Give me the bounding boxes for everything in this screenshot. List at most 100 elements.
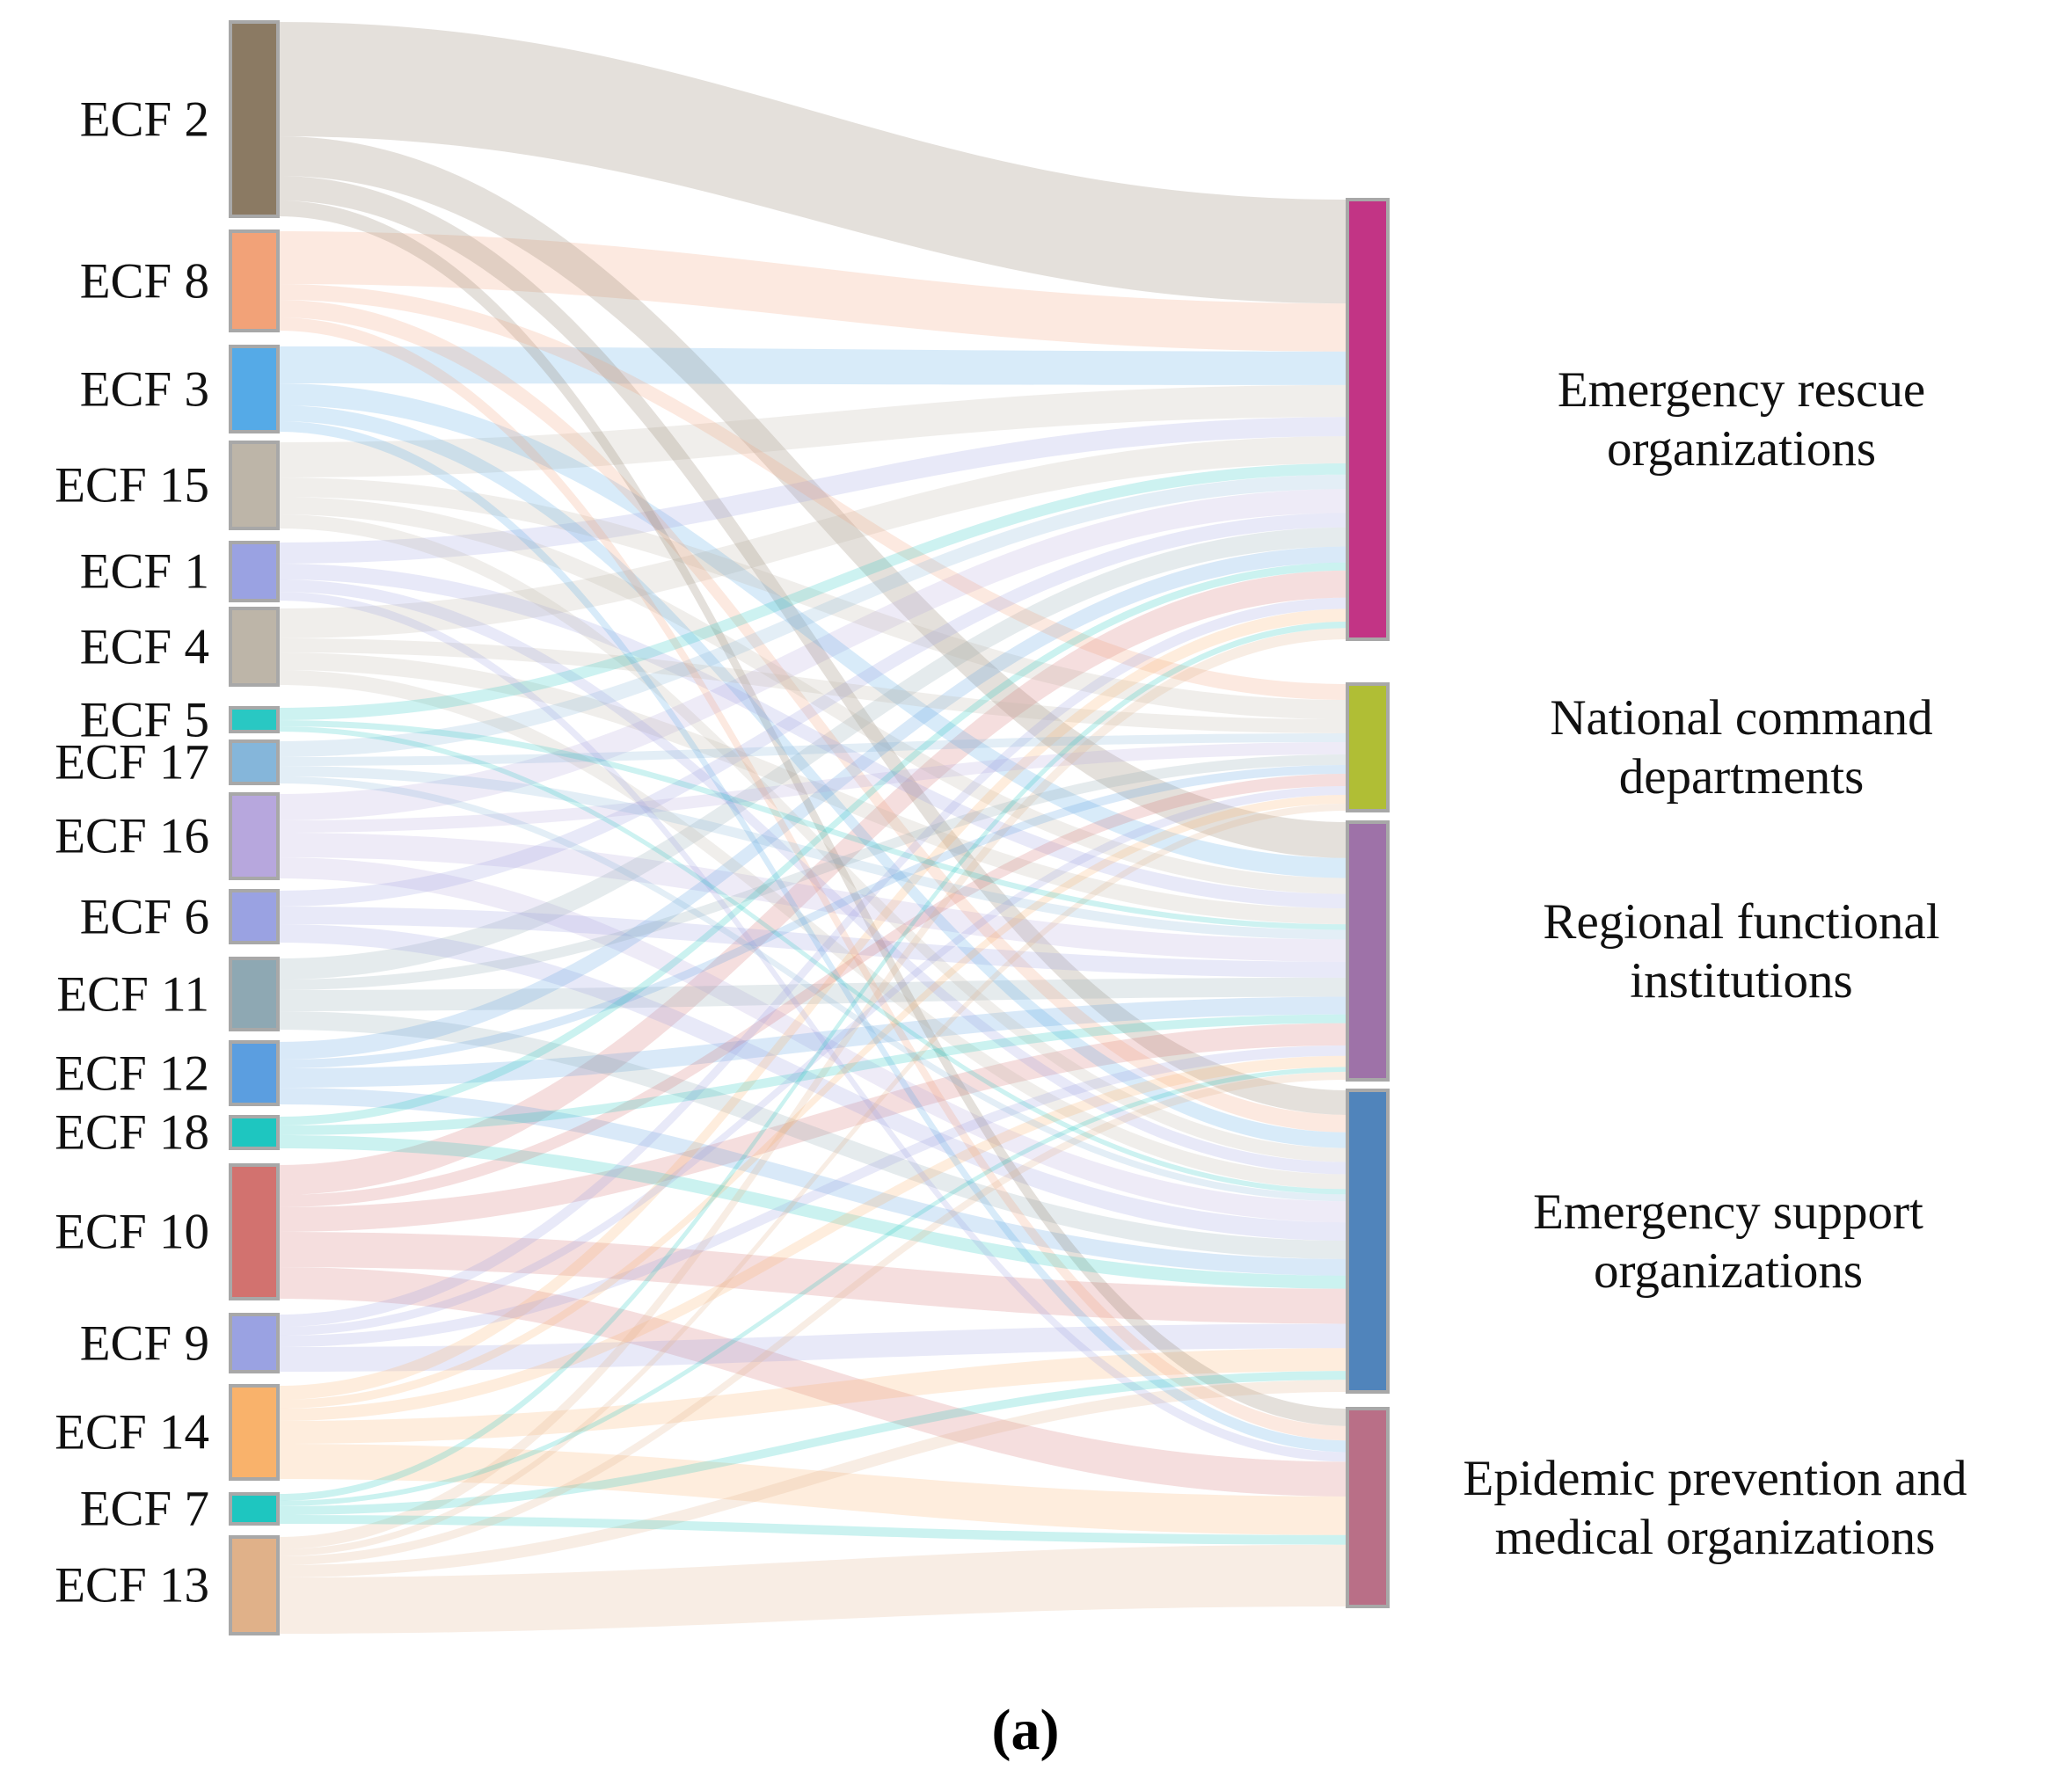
panel-caption: (a) xyxy=(991,1698,1060,1762)
source-label-ecf14: ECF 14 xyxy=(55,1404,209,1461)
sankey-link xyxy=(278,638,1347,733)
source-node-ecf4[interactable] xyxy=(229,607,280,687)
source-label-ecf7: ECF 7 xyxy=(79,1481,209,1537)
sankey-link xyxy=(278,924,1347,1242)
sankey-link xyxy=(278,1067,1347,1506)
sankey-link xyxy=(278,1014,1347,1135)
sankey-link xyxy=(278,474,1347,757)
sankey-link xyxy=(278,996,1347,1088)
source-node-ecf13[interactable] xyxy=(229,1535,280,1635)
sankey-link xyxy=(278,136,1347,858)
sankey-link xyxy=(278,670,1347,1190)
source-node-ecf3[interactable] xyxy=(229,345,280,433)
source-label-ecf9: ECF 9 xyxy=(79,1315,209,1371)
target-label-eso: Emergency support organizations xyxy=(1533,1184,1923,1299)
sankey-link xyxy=(278,1088,1347,1276)
sankey-link xyxy=(278,1380,1347,1577)
sankey-link xyxy=(278,405,1347,1148)
source-label-ecf16: ECF 16 xyxy=(55,808,209,864)
source-label-ecf3: ECF 3 xyxy=(79,361,209,417)
sankey-link xyxy=(278,726,1347,1195)
sankey-link xyxy=(278,22,1347,304)
sankey-link xyxy=(278,1232,1347,1324)
sankey-link xyxy=(278,513,1347,907)
source-label-ecf17: ECF 17 xyxy=(55,734,209,790)
source-node-ecf2[interactable] xyxy=(229,20,280,218)
sankey-link xyxy=(278,786,1347,1336)
sankey-link xyxy=(278,1323,1347,1372)
source-node-ecf1[interactable] xyxy=(229,541,280,602)
source-node-ecf7[interactable] xyxy=(229,1492,280,1526)
target-label-epmo: Epidemic prevention and medical organiza… xyxy=(1463,1450,1967,1565)
sankey-link xyxy=(278,564,1347,908)
source-label-ecf1: ECF 1 xyxy=(79,543,209,600)
sankey-link xyxy=(278,1023,1347,1232)
target-node-ero[interactable] xyxy=(1346,198,1390,641)
sankey-link xyxy=(278,774,1347,1207)
sankey-link xyxy=(278,652,1347,925)
sankey-link xyxy=(278,1011,1347,1259)
sankey-links-layer xyxy=(278,22,1347,1634)
source-node-ecf11[interactable] xyxy=(229,957,280,1031)
source-label-ecf15: ECF 15 xyxy=(55,457,209,514)
target-node-eso[interactable] xyxy=(1346,1089,1390,1394)
sankey-link xyxy=(278,733,1347,766)
sankey-link xyxy=(278,1267,1347,1497)
source-node-ecf6[interactable] xyxy=(229,889,280,944)
sankey-link xyxy=(278,766,1347,940)
sankey-link xyxy=(278,579,1347,1175)
source-node-ecf14[interactable] xyxy=(229,1384,280,1481)
target-label-ero: Emergency rescue organizations xyxy=(1557,361,1926,477)
source-node-ecf15[interactable] xyxy=(229,441,280,530)
target-node-ncd[interactable] xyxy=(1346,682,1390,812)
target-node-epmo[interactable] xyxy=(1346,1407,1390,1608)
target-node-rfi[interactable] xyxy=(1346,820,1390,1082)
sankey-link xyxy=(278,1371,1347,1515)
target-label-ncd: National command departments xyxy=(1550,689,1933,805)
sankey-link xyxy=(278,497,1347,894)
source-node-ecf17[interactable] xyxy=(229,739,280,785)
sankey-link xyxy=(278,977,1347,1011)
sankey-link xyxy=(278,417,1347,564)
source-label-ecf13: ECF 13 xyxy=(55,1557,209,1614)
sankey-link xyxy=(278,176,1347,1115)
sankey-link xyxy=(278,754,1347,990)
sankey-link xyxy=(278,477,1347,719)
sankey-link xyxy=(278,436,1347,638)
sankey-link xyxy=(278,804,1347,1556)
sankey-link xyxy=(278,300,1347,1133)
source-node-ecf18[interactable] xyxy=(229,1115,280,1150)
source-node-ecf8[interactable] xyxy=(229,229,280,332)
sankey-link xyxy=(278,622,1347,1501)
source-node-ecf12[interactable] xyxy=(229,1040,280,1106)
source-node-ecf9[interactable] xyxy=(229,1313,280,1373)
sankey-link xyxy=(278,284,1347,700)
sankey-link xyxy=(278,1045,1347,1347)
sankey-link xyxy=(278,907,1347,978)
sankey-link xyxy=(278,720,1347,930)
sankey-link xyxy=(278,592,1347,1462)
sankey-link xyxy=(278,421,1347,1453)
sankey-link xyxy=(278,384,1347,477)
source-node-ecf16[interactable] xyxy=(229,792,280,880)
sankey-link xyxy=(278,628,1347,1549)
sankey-link xyxy=(278,514,1347,1162)
sankey-link xyxy=(278,231,1347,352)
sankey-link xyxy=(278,1055,1347,1421)
sankey-link xyxy=(278,776,1347,1202)
source-node-ecf10[interactable] xyxy=(229,1163,280,1300)
sankey-link xyxy=(278,608,1347,1400)
sankey-link xyxy=(278,1348,1347,1444)
source-node-ecf5[interactable] xyxy=(229,706,280,733)
sankey-link xyxy=(278,346,1347,385)
sankey-link xyxy=(278,1515,1347,1545)
sankey-link xyxy=(278,597,1347,1327)
sankey-link xyxy=(278,742,1347,833)
sankey-link xyxy=(278,1135,1347,1289)
sankey-link xyxy=(278,546,1347,1060)
sankey-link xyxy=(278,833,1347,962)
sankey-link xyxy=(278,562,1347,1125)
sankey-link xyxy=(278,383,1347,878)
sankey-link xyxy=(278,765,1347,1068)
